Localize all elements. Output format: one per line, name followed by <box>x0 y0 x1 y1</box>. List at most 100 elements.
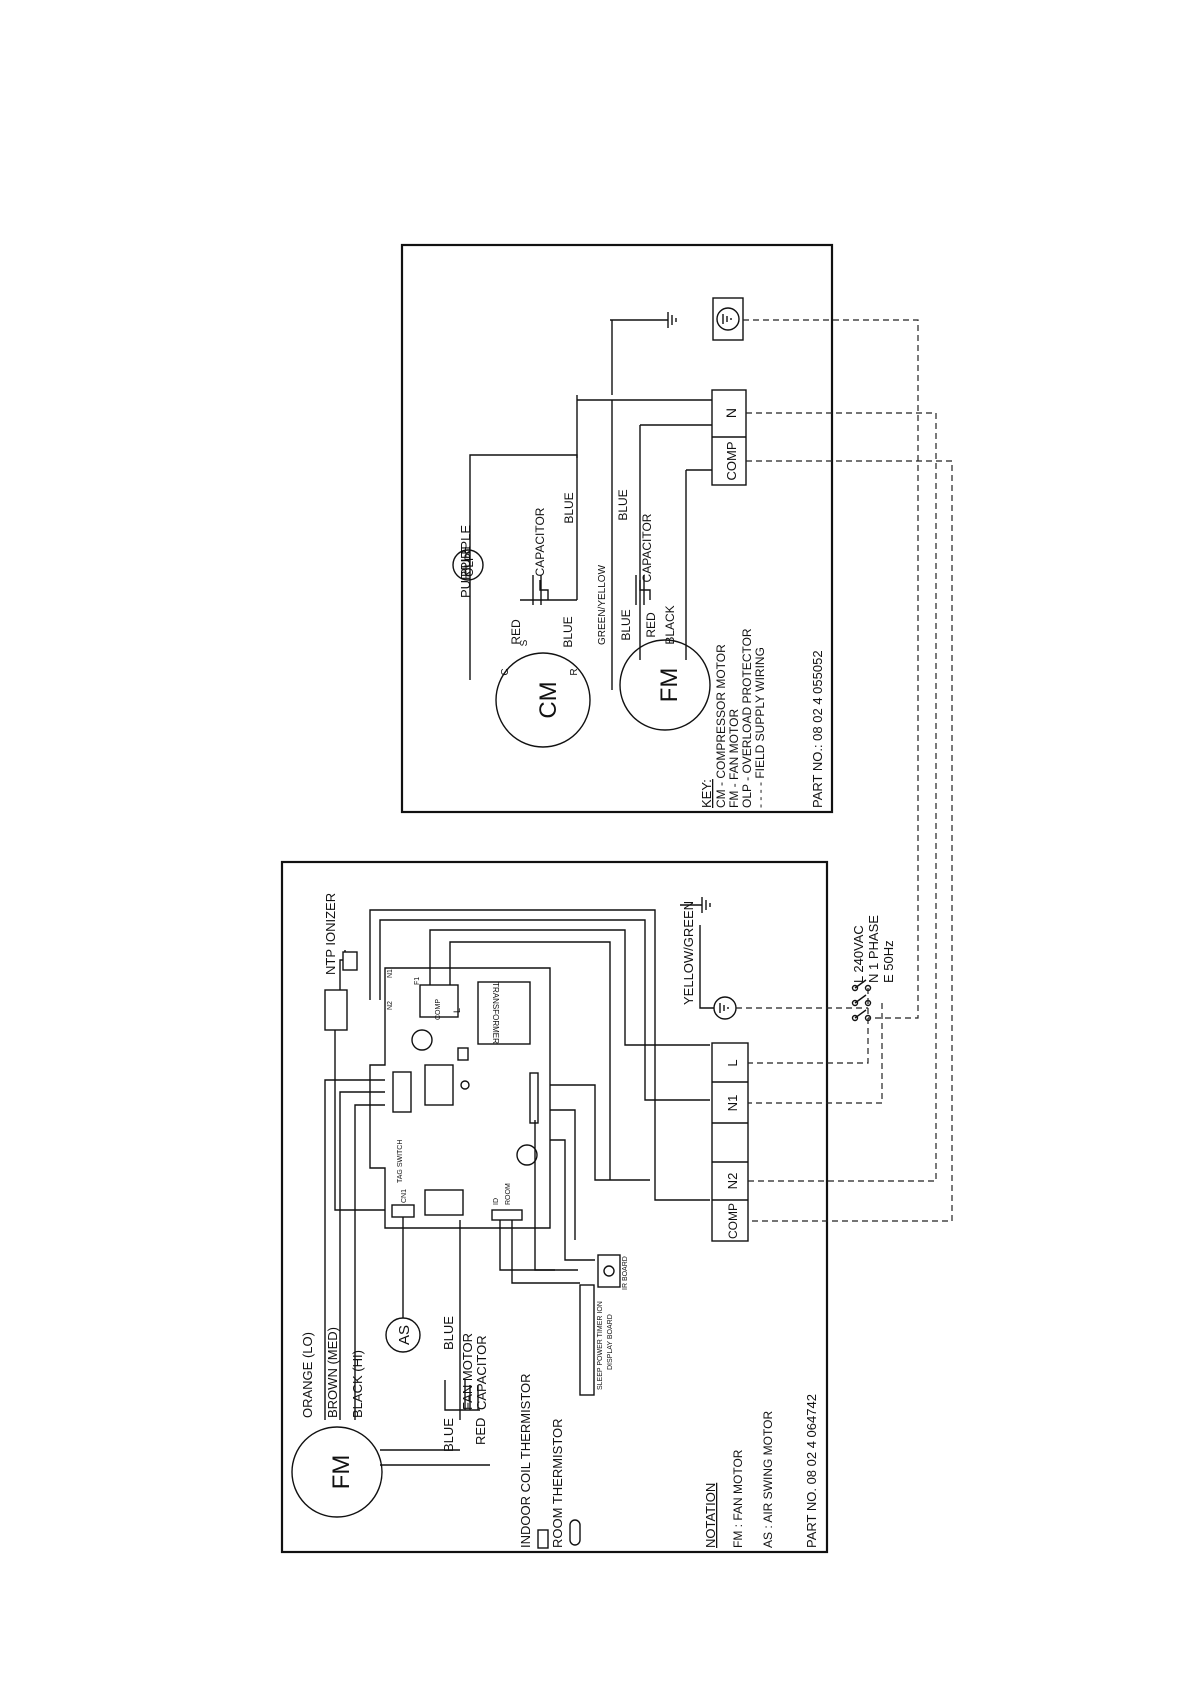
buzzer <box>516 1144 538 1166</box>
capacitor-cm-label: CAPACITOR <box>533 507 547 576</box>
pcb-l: L <box>452 1008 462 1013</box>
key-title: KEY: <box>699 779 714 808</box>
wire-blue-fm-right: BLUE <box>616 489 630 520</box>
outdoor-chassis-earth-icon <box>610 312 677 328</box>
pcb-tag-switch: TAG SWITCH <box>397 1140 404 1183</box>
cm-terminal-s: S <box>519 639 530 646</box>
indoor-frame <box>280 860 829 1554</box>
indoor-unit-diagram: TRANSFORMER F1 COMP L CN1 TAG SWITCH ID … <box>280 860 896 1554</box>
pcb-n2: N2 <box>387 1001 394 1010</box>
fan-motor-capacitor-icon <box>469 1385 479 1410</box>
indoor-coil-thermistor-label: INDOOR COIL THERMISTOR <box>518 1373 533 1548</box>
outdoor-unit-diagram: N COMP OLP PURPLE PURPLE CM <box>400 243 834 814</box>
pcb-f1: F1 <box>414 977 421 985</box>
indoor-terminal-comp: COMP <box>726 1203 740 1239</box>
ir-board-label: IR BOARD <box>622 1256 629 1290</box>
small-connector <box>457 1047 469 1061</box>
outdoor-terminal-comp: COMP <box>724 442 739 481</box>
outdoor-wires <box>469 320 712 690</box>
capacitor-fm-label: CAPACITOR <box>640 513 654 582</box>
room-thermistor-label: ROOM THERMISTOR <box>550 1418 565 1548</box>
wire-red-cm: RED <box>509 619 523 645</box>
indoor-terminal-l: L <box>725 1059 740 1066</box>
cm-capacitor-icon <box>532 575 542 605</box>
fuse-block <box>419 984 459 1018</box>
display-buttons: SLEEP POWER TIMER ION <box>597 1301 604 1390</box>
supply-e: E 50Hz <box>881 940 896 983</box>
transformer-block <box>477 981 531 1045</box>
display-board-label: DISPLAY BOARD <box>607 1314 614 1370</box>
indoor-terminal-n1: N1 <box>725 1095 740 1112</box>
outdoor-fan-motor: FM <box>619 639 711 731</box>
tag-switch-block <box>424 1189 464 1216</box>
display-board: SLEEP POWER TIMER ION DISPLAY BOARD <box>579 1284 614 1396</box>
cm-terminal-r: R <box>569 668 580 675</box>
key-cm: CM - COMPRESSOR MOTOR <box>714 644 728 808</box>
outdoor-key: KEY: CM - COMPRESSOR MOTOR FM - FAN MOTO… <box>699 628 767 808</box>
indoor-chassis-earth-icon <box>680 897 711 913</box>
wire-blue-top: BLUE <box>441 1316 456 1350</box>
key-olp: OLP - OVERLOAD PROTECTOR <box>740 628 754 808</box>
supply-switch-icon <box>851 979 872 1022</box>
ir-board: IR BOARD <box>597 1254 629 1290</box>
indoor-pcb: TRANSFORMER F1 COMP L CN1 TAG SWITCH ID … <box>369 967 551 1229</box>
field-supply-wiring <box>736 319 953 1222</box>
outdoor-earth-terminal-icon <box>712 297 744 341</box>
strip-connector <box>529 1072 539 1124</box>
outdoor-frame <box>400 243 834 814</box>
cm-terminal-c: C <box>500 668 511 675</box>
wire-orange: ORANGE (LO) <box>300 1332 315 1418</box>
indoor-coil-thermistor <box>537 1519 581 1549</box>
fm-capacitor-icon <box>635 575 645 605</box>
wire-brown: BROWN (MED) <box>325 1327 340 1418</box>
wire-black-fm: BLACK <box>663 605 677 644</box>
yellow-green-label: YELLOW/GREEN <box>681 901 696 1005</box>
wire-black: BLACK (HI) <box>350 1350 365 1418</box>
air-swing-motor: AS <box>385 1317 421 1353</box>
outdoor-part-no: PART NO.: 08 02 4 055052 <box>810 650 825 808</box>
wire-blue-fm: BLUE <box>619 609 633 640</box>
ntp-ionizer: NTP IONIZER <box>323 893 358 1031</box>
fm-label: FM <box>656 668 683 703</box>
wire-blue-bottom: BLUE <box>441 1418 456 1452</box>
compressor-motor: CM C S R <box>495 639 591 748</box>
as-label: AS <box>396 1325 413 1345</box>
id-room-connector <box>491 1209 523 1221</box>
outdoor-terminal-n: N <box>723 408 739 418</box>
connector-block <box>392 1071 412 1113</box>
indoor-terminal-block: L N1 N2 COMP <box>711 1042 749 1242</box>
supply-l: L 240VAC <box>851 925 866 983</box>
ntp-ionizer-label: NTP IONIZER <box>323 893 338 975</box>
cn1-connector <box>391 1204 415 1218</box>
notation-title: NOTATION <box>703 1483 718 1548</box>
wire-red-fm: RED <box>644 612 658 638</box>
wire-red: RED <box>473 1418 488 1445</box>
indoor-wires <box>324 909 710 1466</box>
pcb-capacitor-round <box>411 1029 433 1051</box>
wire-blue-right: BLUE <box>562 492 576 523</box>
key-fm: FM - FAN MOTOR <box>727 709 741 808</box>
wire-green-yellow: GREEN/YELLOW <box>597 564 608 645</box>
wire-purple-top: PURPLE <box>458 525 473 577</box>
pcb-comp: COMP <box>435 999 442 1020</box>
fan-motor-cap-1: FAN MOTOR <box>460 1333 475 1410</box>
pcb-room: ROOM <box>505 1183 512 1205</box>
wire-blue-cm: BLUE <box>561 616 575 647</box>
indoor-terminal-n2: N2 <box>725 1173 740 1190</box>
cm-label: CM <box>535 681 562 718</box>
notation-fm: FM : FAN MOTOR <box>731 1449 745 1548</box>
fan-motor-cap-2: CAPACITOR <box>474 1335 489 1410</box>
pcb-id: ID <box>493 1198 500 1205</box>
olp-label: OLP <box>462 553 476 577</box>
supply-n: N 1 PHASE <box>866 915 881 983</box>
pcb-transformer: TRANSFORMER <box>491 982 500 1044</box>
wire-purple-bottom: PURPLE <box>458 546 473 598</box>
relay-block <box>424 1064 454 1106</box>
pcb-cn1: CN1 <box>401 1189 408 1203</box>
olp-component: OLP <box>452 549 484 581</box>
key-field: - - - - FIELD SUPPLY WIRING <box>753 647 767 808</box>
outdoor-terminal-block: N COMP <box>711 389 747 486</box>
indoor-fm-label: FM <box>328 1455 355 1490</box>
